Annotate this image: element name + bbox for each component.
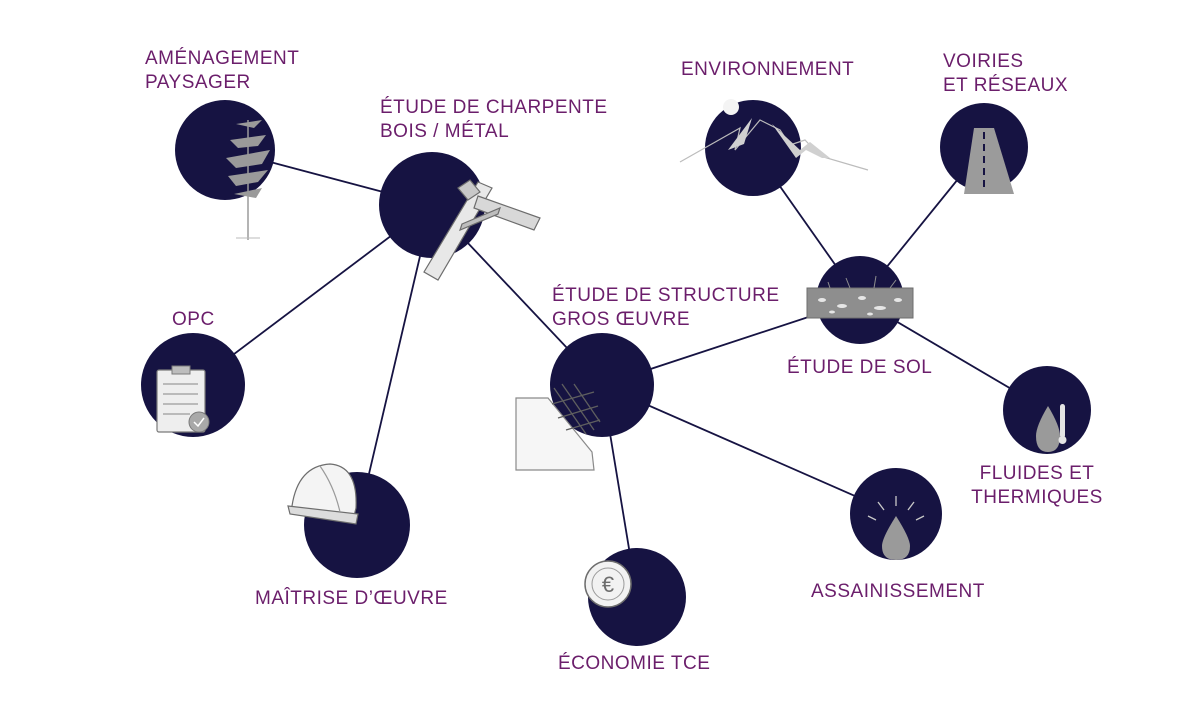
- label-voiries-line-1: VOIRIES: [943, 51, 1024, 72]
- water-drop-icon: [867, 496, 925, 560]
- label-maitrise-line-1: MAÎTRISE D’ŒUVRE: [255, 588, 448, 609]
- label-amenagement-line-2: PAYSAGER: [145, 72, 251, 93]
- node-structure: [550, 333, 654, 437]
- label-fluides-line-2: THERMIQUES: [971, 487, 1103, 508]
- label-assainissement-line-1: ASSAINISSEMENT: [811, 581, 985, 602]
- rebar-wall-icon: [515, 383, 601, 471]
- euro-coin-icon: €: [584, 560, 632, 608]
- label-environnement-line-1: ENVIRONNEMENT: [681, 59, 855, 80]
- hard-hat-icon: [287, 463, 359, 525]
- label-environnement: ENVIRONNEMENT: [681, 58, 854, 82]
- label-voiries-line-2: ET RÉSEAUX: [943, 75, 1069, 96]
- label-charpente: ÉTUDE DE CHARPENTE BOIS / MÉTAL: [380, 96, 608, 144]
- svg-text:€: €: [602, 572, 614, 597]
- label-voiries: VOIRIES ET RÉSEAUX: [943, 50, 1068, 98]
- timber-frame-icon: [423, 179, 541, 281]
- label-maitrise: MAÎTRISE D’ŒUVRE: [255, 587, 448, 611]
- label-sol: ÉTUDE DE SOL: [787, 356, 932, 380]
- label-charpente-line-1: ÉTUDE DE CHARPENTE: [380, 97, 608, 118]
- link-structure-assainissement: [601, 384, 897, 515]
- label-charpente-line-2: BOIS / MÉTAL: [380, 121, 510, 142]
- label-opc-line-1: OPC: [172, 309, 215, 330]
- drop-thermometer-icon: [1036, 404, 1067, 452]
- label-sol-line-1: ÉTUDE DE SOL: [787, 357, 933, 378]
- label-structure: ÉTUDE DE STRUCTURE GROS ŒUVRE: [552, 284, 780, 332]
- clipboard-icon: [156, 365, 210, 433]
- label-economie-line-1: ÉCONOMIE TCE: [558, 653, 711, 674]
- label-economie: ÉCONOMIE TCE: [558, 652, 710, 676]
- label-structure-line-2: GROS ŒUVRE: [552, 309, 691, 330]
- node-assainissement: [850, 468, 942, 560]
- road-icon: [964, 128, 1014, 194]
- link-charpente-maitrise: [356, 204, 433, 526]
- label-amenagement-line-1: AMÉNAGEMENT: [145, 48, 300, 69]
- mountain-moon-icon: [679, 99, 869, 171]
- label-fluides: FLUIDES ET THERMIQUES: [962, 462, 1112, 510]
- tree-icon: [226, 120, 270, 240]
- label-fluides-line-1: FLUIDES ET: [979, 463, 1095, 484]
- label-structure-line-1: ÉTUDE DE STRUCTURE: [552, 285, 780, 306]
- node-environnement: [705, 100, 801, 196]
- label-amenagement: AMÉNAGEMENT PAYSAGER: [145, 47, 299, 95]
- label-assainissement: ASSAINISSEMENT: [811, 580, 985, 604]
- soil-layer-icon: [806, 275, 914, 319]
- node-amenagement: [175, 100, 275, 200]
- label-opc: OPC: [172, 308, 215, 332]
